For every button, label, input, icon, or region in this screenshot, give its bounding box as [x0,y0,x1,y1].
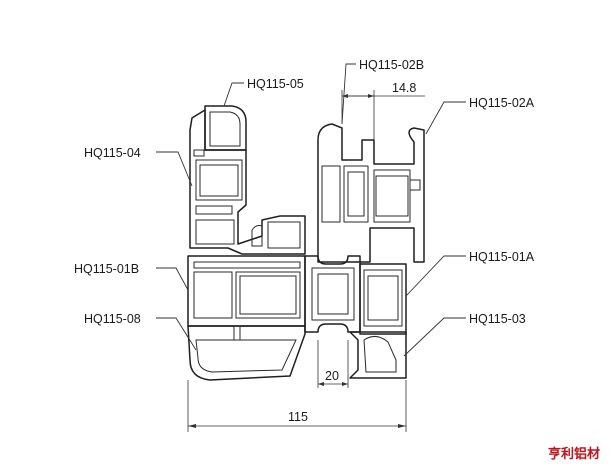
label-hq115-02a: HQ115-02A [469,96,535,110]
frame-profile-hq115-01a [359,263,407,335]
dimension-115: 115 [187,380,407,432]
label-hq115-01b: HQ115-01B [74,262,139,276]
mullion-profile [304,255,361,333]
dim-mid-width: 20 [325,369,339,383]
label-hq115-01a: HQ115-01A [469,250,535,264]
dimension-14-8: 14.8 [341,81,425,140]
label-hq115-08: HQ115-08 [84,312,141,326]
frame-profile-hq115-01b [187,255,306,327]
dim-overall-width: 115 [288,410,308,424]
label-hq115-03: HQ115-03 [469,312,526,326]
sill-profile-hq115-08 [187,325,306,381]
watermark-text: 亨利铝材 [548,446,600,462]
sash-profile-hq115-04 [189,105,306,255]
label-hq115-05: HQ115-05 [247,77,304,91]
dim-top-width: 14.8 [392,81,416,95]
leader-lines [156,63,466,357]
dimension-20: 20 [317,340,349,388]
frame-profile-hq115-02 [317,123,425,263]
label-hq115-04: HQ115-04 [84,146,141,160]
sill-profile-hq115-03 [349,331,407,379]
label-hq115-02b: HQ115-02B [359,58,424,72]
